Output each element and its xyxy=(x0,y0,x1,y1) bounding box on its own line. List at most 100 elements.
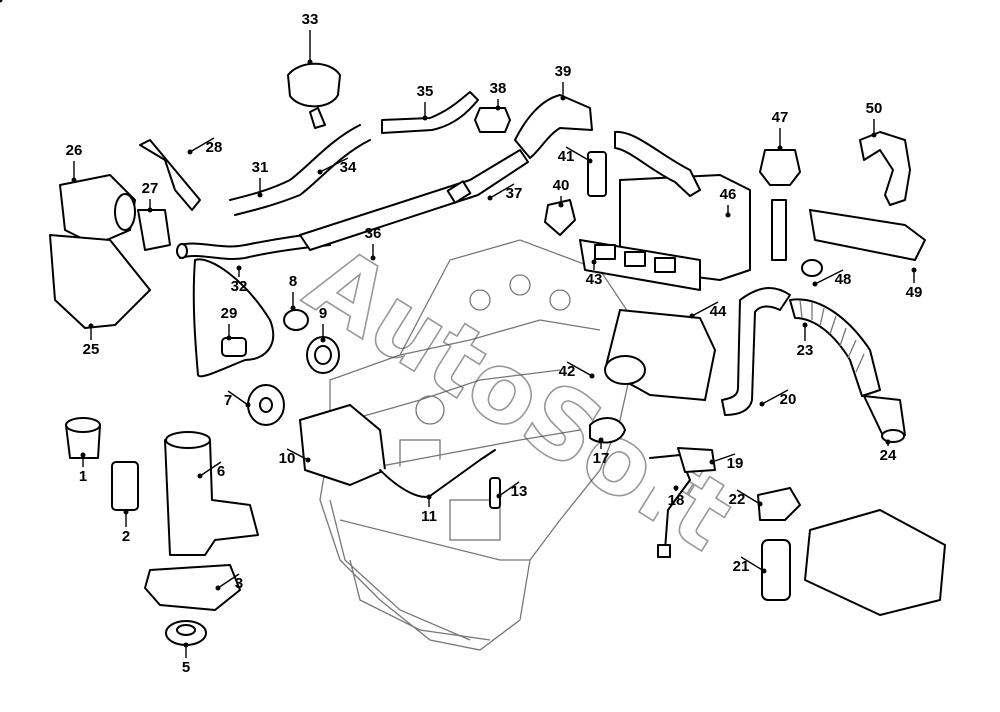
leader-dot xyxy=(495,105,501,111)
leader-dot xyxy=(320,337,326,343)
leader-dot xyxy=(290,305,296,311)
leader-dot xyxy=(0,0,3,3)
leader-line xyxy=(565,146,591,162)
leader-line xyxy=(761,389,789,405)
leader-dot xyxy=(147,207,153,213)
callout-11: 11 xyxy=(421,494,437,525)
callout-19: 19 xyxy=(709,453,743,472)
callout-number: 33 xyxy=(302,11,319,28)
callout-number: 6 xyxy=(217,463,225,480)
callout-40: 40 xyxy=(553,177,570,208)
callout-2: 2 xyxy=(122,509,130,545)
callout-32: 32 xyxy=(231,265,247,295)
callout-number: 1 xyxy=(79,468,87,485)
leader-line xyxy=(199,461,222,477)
callout-24: 24 xyxy=(880,439,897,464)
callout-35: 35 xyxy=(417,83,434,121)
callout-number: 13 xyxy=(511,483,528,500)
callout-number: 29 xyxy=(221,305,238,322)
leader-dot xyxy=(885,439,891,445)
leader-dot xyxy=(183,642,189,648)
leader-dot xyxy=(759,401,765,407)
callout-number: 37 xyxy=(506,185,523,202)
leader-dot xyxy=(871,132,877,138)
callout-46: 46 xyxy=(720,186,736,218)
callout-number: 7 xyxy=(224,392,232,409)
callout-number: 48 xyxy=(835,271,852,288)
callout-number: 34 xyxy=(340,159,357,176)
callout-number: 44 xyxy=(710,303,727,320)
leader-dot xyxy=(226,335,232,341)
callout-number: 31 xyxy=(252,159,269,176)
leader-dot xyxy=(257,192,263,198)
callout-number: 42 xyxy=(559,363,576,380)
leader-dot xyxy=(496,493,502,499)
callout-number: 26 xyxy=(66,142,83,159)
callout-42: 42 xyxy=(559,361,595,380)
callout-number: 2 xyxy=(122,528,130,545)
leader-line xyxy=(711,453,736,463)
hoses-upper xyxy=(176,91,593,260)
leader-dot xyxy=(88,323,94,329)
callout-number: 35 xyxy=(417,83,434,100)
callout-28: 28 xyxy=(187,137,222,156)
callout-number: 17 xyxy=(593,450,610,467)
leader-dot xyxy=(197,473,203,479)
callout-50: 50 xyxy=(866,100,883,138)
leader-dot xyxy=(673,485,679,491)
leader-line xyxy=(814,269,844,285)
leader-line xyxy=(217,573,240,589)
leader-dot xyxy=(709,459,715,465)
leader-dot xyxy=(305,457,311,463)
callout-49: 49 xyxy=(906,267,922,301)
leader-line xyxy=(736,489,761,505)
callout-27: 27 xyxy=(142,180,158,213)
callout-8: 8 xyxy=(289,273,297,311)
callout-44: 44 xyxy=(689,301,727,320)
callout-number: 5 xyxy=(182,659,190,676)
leader-dot xyxy=(422,115,428,121)
callout-number: 12 xyxy=(0,0,8,4)
leader-line xyxy=(498,481,520,497)
leader-dot xyxy=(761,568,767,574)
leader-dot xyxy=(426,494,432,500)
leader-dot xyxy=(777,145,783,151)
callout-number: 41 xyxy=(558,148,575,165)
callout-25: 25 xyxy=(83,323,99,358)
callout-29: 29 xyxy=(221,305,238,341)
leader-line xyxy=(189,137,215,153)
callout-43: 43 xyxy=(586,259,603,288)
callout-number: 24 xyxy=(880,447,897,464)
callout-13: 13 xyxy=(496,481,528,500)
callout-number: 43 xyxy=(586,271,603,288)
leader-dot xyxy=(80,452,86,458)
callout-37: 37 xyxy=(487,183,523,202)
callout-number: 20 xyxy=(780,391,797,408)
manifold xyxy=(579,130,751,401)
left-parts xyxy=(49,62,341,646)
callout-23: 23 xyxy=(797,322,813,359)
callout-number: 21 xyxy=(733,558,750,575)
callout-number: 39 xyxy=(555,63,572,80)
callout-number: 10 xyxy=(279,450,296,467)
lower-parts xyxy=(299,107,946,616)
leader-dot xyxy=(123,509,129,515)
callout-5: 5 xyxy=(182,642,190,676)
callout-number: 40 xyxy=(553,177,570,194)
callout-number: 9 xyxy=(319,305,327,322)
leader-dot xyxy=(236,265,242,271)
callout-10: 10 xyxy=(279,448,311,467)
leader-dot xyxy=(245,402,251,408)
leader-line xyxy=(489,183,515,199)
callout-number: 47 xyxy=(772,109,789,126)
callout-number: 22 xyxy=(729,491,746,508)
callout-number: 50 xyxy=(866,100,883,117)
callout-18: 18 xyxy=(668,485,685,509)
leader-dot xyxy=(560,95,566,101)
callout-31: 31 xyxy=(252,159,269,198)
callout-22: 22 xyxy=(729,489,763,508)
leader-dot xyxy=(370,255,376,261)
leader-dot xyxy=(317,169,323,175)
callout-number: 18 xyxy=(668,492,685,509)
